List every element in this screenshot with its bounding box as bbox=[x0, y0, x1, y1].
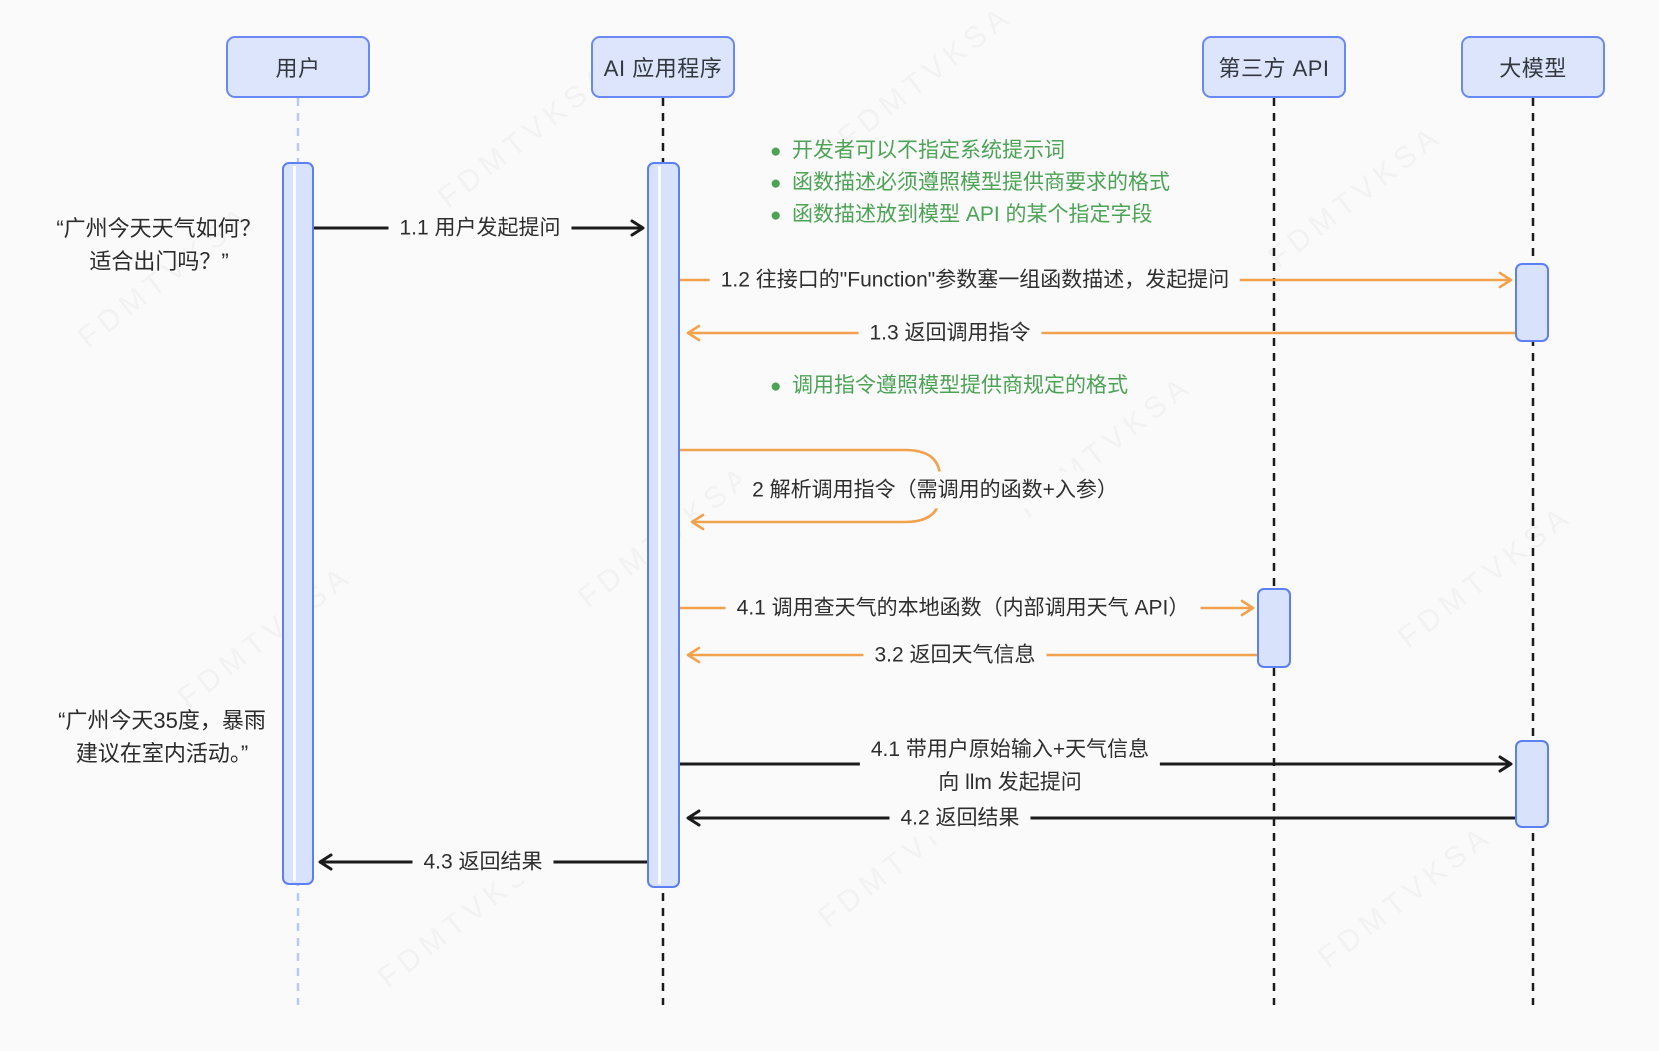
actor-user: 用户 bbox=[226, 36, 370, 98]
note-list-function-description: ● 开发者可以不指定系统提示词 ● 函数描述必须遵照模型提供商要求的格式 ● 函数描述… bbox=[770, 135, 1170, 231]
activation-ai-app bbox=[647, 162, 680, 888]
message-label-4-3: 4.3 返回结果 bbox=[412, 843, 554, 881]
note-item: ● 开发者可以不指定系统提示词 bbox=[770, 135, 1170, 167]
activation-llm-1 bbox=[1515, 263, 1549, 342]
activation-user bbox=[282, 162, 314, 885]
quote-line: “广州今天35度，暴雨 bbox=[58, 708, 266, 733]
note-text: 函数描述放到模型 API 的某个指定字段 bbox=[792, 203, 1153, 226]
note-text: 函数描述必须遵照模型提供商要求的格式 bbox=[792, 171, 1170, 194]
note-item: ● 调用指令遵照模型提供商规定的格式 bbox=[770, 370, 1128, 402]
message-label-4-2: 4.2 返回结果 bbox=[889, 799, 1031, 837]
note-text: 调用指令遵照模型提供商规定的格式 bbox=[792, 374, 1128, 397]
activation-llm-2 bbox=[1515, 740, 1549, 828]
activation-third-party-api bbox=[1257, 588, 1291, 668]
message-label-1-2: 1.2 往接口的"Function"参数塞一组函数描述，发起提问 bbox=[709, 261, 1241, 299]
actor-llm: 大模型 bbox=[1461, 36, 1605, 98]
message-label-1-3: 1.3 返回调用指令 bbox=[858, 314, 1042, 352]
actor-third-party-api: 第三方 API bbox=[1202, 36, 1346, 98]
actor-third-party-api-label: 第三方 API bbox=[1218, 56, 1330, 81]
actor-ai-app: AI 应用程序 bbox=[591, 36, 735, 98]
message-label-4-1-llm-line1: 4.1 带用户原始输入+天气信息 bbox=[870, 738, 1150, 761]
bullet-icon: ● bbox=[770, 141, 782, 162]
message-label-3-2: 3.2 返回天气信息 bbox=[863, 636, 1047, 674]
actor-user-label: 用户 bbox=[275, 56, 321, 81]
note-list-call-instruction: ● 调用指令遵照模型提供商规定的格式 bbox=[770, 370, 1128, 402]
message-label-4-1-llm-line2: 向 llm 发起提问 bbox=[938, 771, 1082, 794]
actor-llm-label: 大模型 bbox=[1499, 56, 1567, 81]
bullet-icon: ● bbox=[770, 173, 782, 194]
quote-line: 适合出门吗？” bbox=[89, 249, 229, 274]
actor-ai-app-label: AI 应用程序 bbox=[603, 56, 723, 81]
note-text: 开发者可以不指定系统提示词 bbox=[792, 139, 1065, 162]
message-label-4-1-weather: 4.1 调用查天气的本地函数（内部调用天气 API） bbox=[725, 589, 1201, 627]
bullet-icon: ● bbox=[770, 376, 782, 397]
message-label-2: 2 解析调用指令（需调用的函数+入参） bbox=[741, 471, 1129, 509]
final-answer-quote: “广州今天35度，暴雨 建议在室内活动。” bbox=[58, 704, 266, 770]
note-item: ● 函数描述必须遵照模型提供商要求的格式 bbox=[770, 167, 1170, 199]
quote-line: “广州今天天气如何？ bbox=[56, 216, 262, 241]
note-item: ● 函数描述放到模型 API 的某个指定字段 bbox=[770, 199, 1170, 231]
message-label-1-1: 1.1 用户发起提问 bbox=[388, 209, 572, 247]
bullet-icon: ● bbox=[770, 205, 782, 226]
message-label-4-1-llm: 4.1 带用户原始输入+天气信息 向 llm 发起提问 bbox=[859, 731, 1161, 801]
user-question-quote: “广州今天天气如何？ 适合出门吗？” bbox=[56, 212, 261, 278]
quote-line: 建议在室内活动。” bbox=[75, 741, 249, 766]
